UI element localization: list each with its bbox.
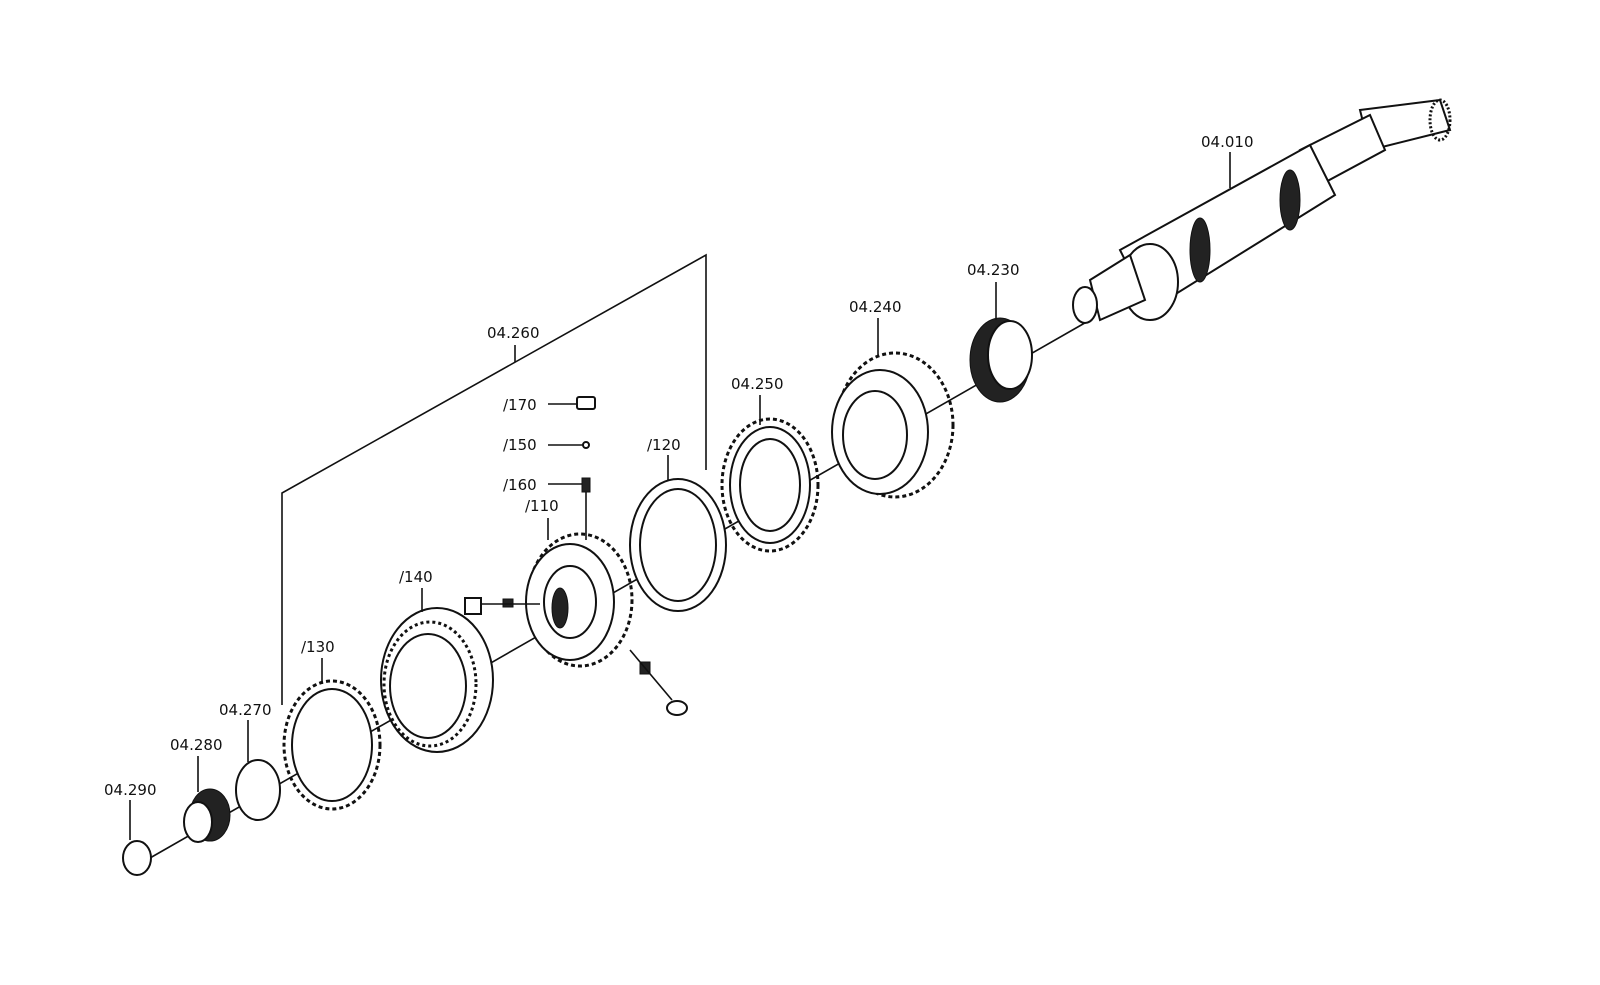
label-150: /150 (503, 436, 537, 454)
part-170 (576, 396, 596, 410)
label-04-010: 04.010 (1201, 133, 1254, 151)
part-160 (581, 477, 591, 493)
synchro-ring-130 (282, 679, 382, 811)
gear-04-240 (831, 351, 955, 499)
bearing-04-280 (183, 788, 231, 843)
label-130: /130 (301, 638, 335, 656)
needle-bearing-04-230 (969, 317, 1033, 403)
label-110: /110 (525, 497, 559, 515)
part-150 (582, 441, 590, 449)
synchro-ring-04-250 (720, 417, 820, 553)
label-04-280: 04.280 (170, 736, 223, 754)
snap-ring-04-270 (235, 759, 281, 821)
label-170: /170 (503, 396, 537, 414)
sliding-sleeve-140 (380, 607, 494, 753)
circlip-04-290 (122, 840, 152, 876)
side-pin-block (464, 597, 482, 615)
label-04-250: 04.250 (731, 375, 784, 393)
ring-120 (629, 478, 727, 612)
label-140: /140 (399, 568, 433, 586)
shaft-04-010 (1072, 98, 1452, 324)
synchro-hub-110 (525, 532, 634, 668)
label-04-260: 04.260 (487, 324, 540, 342)
side-pin-spring (502, 598, 514, 608)
label-04-270: 04.270 (219, 701, 272, 719)
label-120: /120 (647, 436, 681, 454)
label-04-290: 04.290 (104, 781, 157, 799)
lower-pin-cap (666, 700, 688, 716)
group-bracket-04-260 (281, 253, 707, 705)
label-04-240: 04.240 (849, 298, 902, 316)
label-04-230: 04.230 (967, 261, 1020, 279)
lower-pin-leader (629, 649, 673, 701)
label-160: /160 (503, 476, 537, 494)
